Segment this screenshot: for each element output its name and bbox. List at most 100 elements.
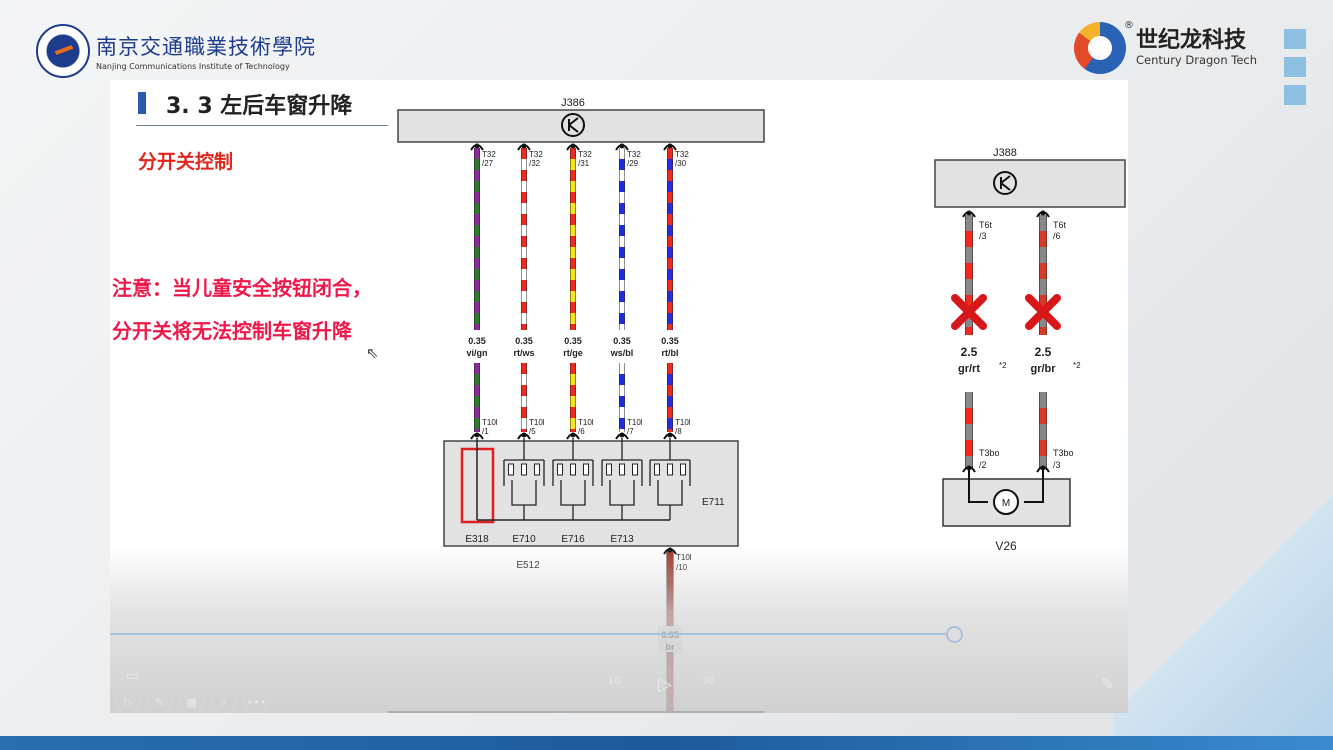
wire-3-stripe xyxy=(619,324,625,330)
pin-top-num-3: /29 xyxy=(627,159,639,168)
pin-bottom-4: T10l xyxy=(675,418,691,427)
wire-gauge-4: 0.35 xyxy=(661,336,679,346)
slide-subtitle: 分开关控制 xyxy=(138,151,234,173)
pin-bottom-3: T10l xyxy=(627,418,643,427)
wire-2-lower-stripe xyxy=(570,374,576,385)
connector-bottom-2-dot xyxy=(570,432,576,438)
subtitle-icon[interactable]: ▭ xyxy=(126,668,140,684)
wire-2-stripe xyxy=(570,203,576,214)
forward-button[interactable]: 30 xyxy=(702,676,715,687)
pen-tool-icon[interactable]: ✎ xyxy=(1100,674,1116,695)
motor-wire-1-stripe xyxy=(1039,311,1047,327)
school-name-en: Nanjing Communications Institute of Tech… xyxy=(96,62,290,71)
motor-wire-0-lower-stripe xyxy=(965,424,973,440)
pin-bottom-num-1: /5 xyxy=(529,427,536,436)
wire-1-stripe xyxy=(521,192,527,203)
wire-3-stripe xyxy=(619,269,625,280)
pin-bottom-num-4: /8 xyxy=(675,427,682,436)
wire-3-lower-stripe xyxy=(619,374,625,385)
wire-4-stripe xyxy=(667,214,673,225)
wire-0-stripe xyxy=(474,203,480,214)
switch-0 xyxy=(503,438,545,520)
wire-1-lower-stripe xyxy=(521,429,527,432)
wire-code-4: rt/bl xyxy=(662,348,679,358)
timeline-knob[interactable] xyxy=(946,626,963,643)
bottom-band xyxy=(0,736,1333,750)
zoom-icon[interactable]: ⌕ xyxy=(211,690,236,713)
more-button[interactable]: ••• xyxy=(244,690,269,713)
grid-icon[interactable]: ▦ xyxy=(179,690,204,713)
wire-4-lower-stripe xyxy=(667,418,673,429)
resistor-1 xyxy=(570,463,576,476)
motor-wire-1-lower-stripe xyxy=(1039,424,1047,440)
brand-name-cn: 世纪龙科技 xyxy=(1136,28,1247,53)
pin-top-num-2: /31 xyxy=(578,159,590,168)
rewind-button[interactable]: 10 xyxy=(608,676,621,687)
wire-0-lower-stripe xyxy=(474,396,480,407)
wire-0-lower-stripe xyxy=(474,374,480,385)
decorative-stripe xyxy=(1113,470,1333,740)
motor-wire-1-stripe xyxy=(1039,295,1047,311)
wire-0-lower-stripe xyxy=(474,429,480,432)
motor-symbol: M xyxy=(1002,498,1010,509)
wire-1-lower-stripe xyxy=(521,374,527,385)
wire-4-stripe xyxy=(667,192,673,203)
wire-1-stripe xyxy=(521,280,527,291)
cross-mark-icon-0 xyxy=(951,294,987,330)
motor-wire-0-stripe xyxy=(965,311,973,327)
motor-connector-top-1-dot xyxy=(1040,210,1046,216)
wire-gauge-0: 0.35 xyxy=(468,336,486,346)
resistor-2 xyxy=(632,463,638,476)
resistor-0 xyxy=(534,463,540,476)
wire-4-stripe xyxy=(667,170,673,181)
motor-wire-1-stripe xyxy=(1039,263,1047,279)
ecu-j386-label: J386 xyxy=(561,97,585,109)
wire-4-lower-stripe xyxy=(667,385,673,396)
wire-0-stripe xyxy=(474,258,480,269)
play-icon[interactable]: ▷ xyxy=(658,674,672,695)
player-timeline[interactable] xyxy=(110,633,948,635)
wire-3-lower-stripe xyxy=(619,385,625,396)
wire-4-stripe xyxy=(667,302,673,313)
wire-0-stripe xyxy=(474,236,480,247)
motor-code-0: gr/rt xyxy=(958,363,980,375)
wire-0-lower-stripe xyxy=(474,407,480,418)
wire-0-lower-stripe xyxy=(474,418,480,429)
play-circle-icon[interactable]: ▷ xyxy=(116,690,141,713)
connector-ground-dot xyxy=(667,547,673,553)
wire-3-stripe xyxy=(619,181,625,192)
brand-name-en: Century Dragon Tech xyxy=(1136,53,1258,67)
wire-0-stripe xyxy=(474,170,480,181)
motor-wire-0-stripe xyxy=(965,263,973,279)
wiring-diagram: J386T32/270.35vi/gnT10l/1T32/320.35rt/ws… xyxy=(388,97,1126,713)
motor-icon xyxy=(993,489,1019,515)
wire-0-stripe xyxy=(474,313,480,324)
wire-3-stripe xyxy=(619,203,625,214)
wire-4-lower-stripe xyxy=(667,396,673,407)
wire-3-lower-stripe xyxy=(619,429,625,432)
wire-2-stripe xyxy=(570,280,576,291)
title-divider xyxy=(136,125,388,126)
wire-2-stripe xyxy=(570,258,576,269)
wire-3-lower-stripe xyxy=(619,363,625,374)
wire-3-stripe xyxy=(619,258,625,269)
motor-wire-0-lower-stripe xyxy=(965,440,973,456)
wire-4-stripe xyxy=(667,159,673,170)
wire-3-stripe xyxy=(619,214,625,225)
wire-1-lower-stripe xyxy=(521,396,527,407)
wire-4-stripe xyxy=(667,247,673,258)
wire-0-stripe xyxy=(474,159,480,170)
wire-0-stripe xyxy=(474,280,480,291)
wire-1-stripe xyxy=(521,247,527,258)
wire-0-lower-stripe xyxy=(474,363,480,374)
cross-mark-icon-1 xyxy=(1025,294,1061,330)
wire-1-lower-stripe xyxy=(521,385,527,396)
wire-1-stripe xyxy=(521,291,527,302)
motor-pin-bottom-0: T3bo xyxy=(979,448,1000,458)
resistor-3 xyxy=(667,463,673,476)
pen-icon[interactable]: ✎ xyxy=(147,690,172,713)
wire-1-lower-stripe xyxy=(521,407,527,418)
wire-2-stripe xyxy=(570,192,576,203)
motor-pin-bottom-1: T3bo xyxy=(1053,448,1074,458)
wire-2-lower-stripe xyxy=(570,407,576,418)
